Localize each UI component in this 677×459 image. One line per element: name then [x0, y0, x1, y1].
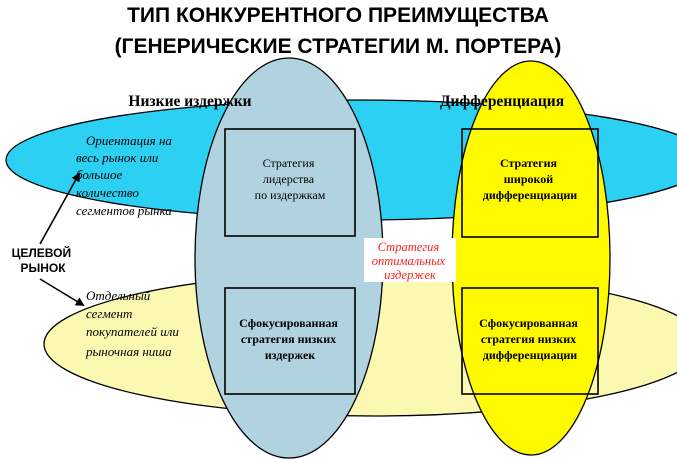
arrow-to-narrow-market: [39, 278, 85, 307]
strategy-cost-leadership: Стратегия лидерства по издержкам: [255, 156, 326, 202]
header-differentiation: Дифференциация: [440, 93, 564, 110]
row-label-broad-market: Ориентация на весь рынок или большое кол…: [76, 133, 175, 218]
box-broad-differentiation: [461, 128, 599, 238]
box-focused-low-cost: [224, 287, 356, 395]
differentiation-ellipse: [451, 60, 611, 456]
arrow-to-broad-market: [39, 172, 80, 245]
strategy-focused-differentiation: Сфокусированная стратегия низких диффере…: [479, 316, 581, 362]
title-line-2: (ГЕНЕРИЧЕСКИЕ СТРАТЕГИИ М. ПОРТЕРА): [115, 35, 562, 58]
strategy-focused-low-cost: Сфокусированная стратегия низких издерже…: [239, 316, 341, 362]
optimal-cost-backdrop: [364, 238, 456, 282]
row-label-narrow-market: Отдельный сегмент покупателей или рыночн…: [85, 288, 182, 359]
low-cost-ellipse: [194, 57, 384, 459]
optimal-cost-strategy: Стратегия оптимальных издержек: [372, 240, 448, 282]
title-line-1: ТИП КОНКУРЕНТНОГО ПРЕИМУЩЕСТВА: [127, 4, 549, 27]
header-low-cost: Низкие издержки: [128, 93, 251, 110]
strategy-broad-differentiation: Стратегия широкой дифференциации: [483, 156, 577, 202]
box-cost-leadership: [224, 128, 356, 237]
box-focused-differentiation: [461, 287, 599, 395]
target-market-label: ЦЕЛЕВОЙ РЫНОК: [12, 245, 75, 275]
